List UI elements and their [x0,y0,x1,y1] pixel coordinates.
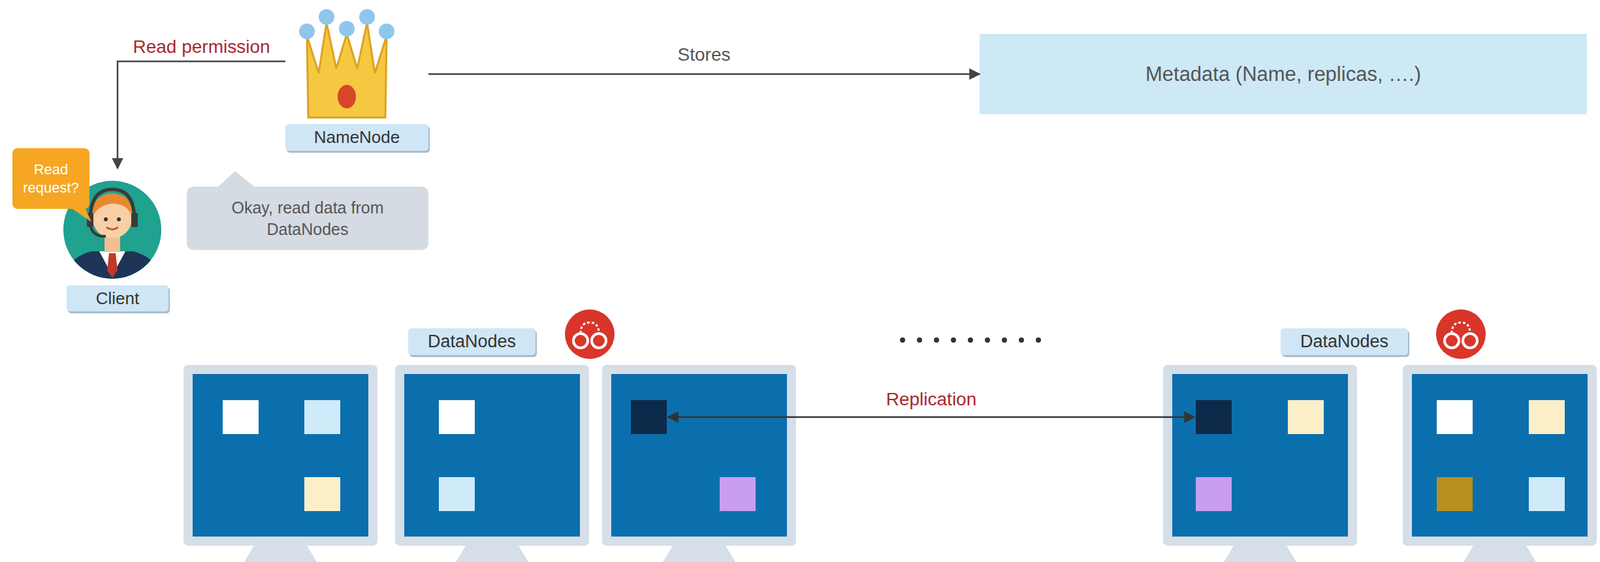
arrow-connector [428,73,980,76]
data-block [1528,400,1565,435]
monitor-bezel [183,365,378,546]
datanodes-label: DataNodes [408,328,536,356]
data-block [1436,477,1473,512]
ellipsis-dot [1001,337,1008,343]
data-block [719,477,756,512]
avatar-earpad [131,212,138,228]
ellipsis-dot [967,337,974,343]
node-text: Okay, read data from DataNodes [186,197,429,240]
monitor-screen [1411,374,1588,537]
data-block [1528,477,1565,512]
monitor-stand [1463,545,1536,562]
avatar-tie [107,253,118,279]
data-block [1195,400,1232,435]
handcuff-chain [1451,322,1471,334]
avatar-hair [92,193,132,217]
data-block [304,477,341,512]
ellipsis-dot [1018,337,1024,343]
data-block [1436,400,1473,435]
ellipsis-dot [899,337,906,343]
namenode-node: NameNode [285,5,429,151]
monitor-stand [662,545,736,562]
crown-gem [337,84,356,109]
node-text: DataNodes [427,331,516,352]
handcuff-ring [1444,333,1459,349]
connector-group [117,61,980,169]
replication-label: Replication [886,389,977,411]
handcuff-chain [580,322,599,334]
ellipsis-dot [933,337,940,343]
handcuff-icon [564,309,615,360]
monitor-screen [404,374,580,537]
avatar-eye [116,217,121,222]
monitor-stand [1223,545,1297,562]
monitor-bezel [602,365,797,546]
monitor-stand [244,545,317,562]
handcuff-ring [1462,333,1478,349]
data-block [222,400,259,435]
crown-ball [359,9,375,25]
arrow-connector [117,61,286,169]
data-block [438,477,475,512]
node-text: DataNodes [1300,331,1389,352]
monitor-stand [455,545,529,562]
handcuff-icon [1436,309,1486,360]
speech-bubble: Okay, read data from DataNodes [186,186,429,251]
data-block [630,400,667,435]
data-block [438,400,475,435]
monitor-screen [1172,374,1348,537]
crown-ball [299,23,315,40]
monitor-bezel [395,365,590,546]
client-node: Client [63,168,175,312]
data-block [304,400,341,435]
ellipsis-dot [916,337,923,343]
avatar-eye [103,217,108,222]
monitor-screen [611,374,787,537]
avatar-mic [90,227,106,237]
avatar-headset [90,189,135,221]
bubble-tail [70,207,92,223]
monitor-screen [192,374,369,537]
handcuff-ring [591,333,607,349]
node-text: NameNode [285,124,429,151]
crown-ball [338,20,355,37]
node-text: Client [66,285,169,312]
node-text: Metadata (Name, replicas, ….) [1145,62,1422,87]
edge-label: Read permission [132,36,270,58]
monitor-bezel [1163,365,1358,546]
ellipsis-dot [1035,337,1041,343]
speech-bubble: Read request? [12,148,90,209]
bubble-tail [216,171,256,189]
crown-icon [306,22,387,118]
monitor-bezel [1402,365,1597,546]
crown-ball [318,9,335,25]
ellipsis-dot [950,337,957,343]
datanodes-label: DataNodes [1280,328,1408,356]
handcuff-ring [573,333,588,349]
data-block [1287,400,1324,435]
metadata-box: Metadata (Name, replicas, ….) [979,33,1587,115]
crown-ball [378,23,395,40]
edge-label: Stores [677,44,731,66]
node-text: Read request? [12,160,90,197]
replication-line [668,416,1195,419]
avatar-mouth [106,227,119,230]
data-block [1195,477,1232,512]
ellipsis-dot [984,337,991,343]
avatar-suit [60,251,165,288]
